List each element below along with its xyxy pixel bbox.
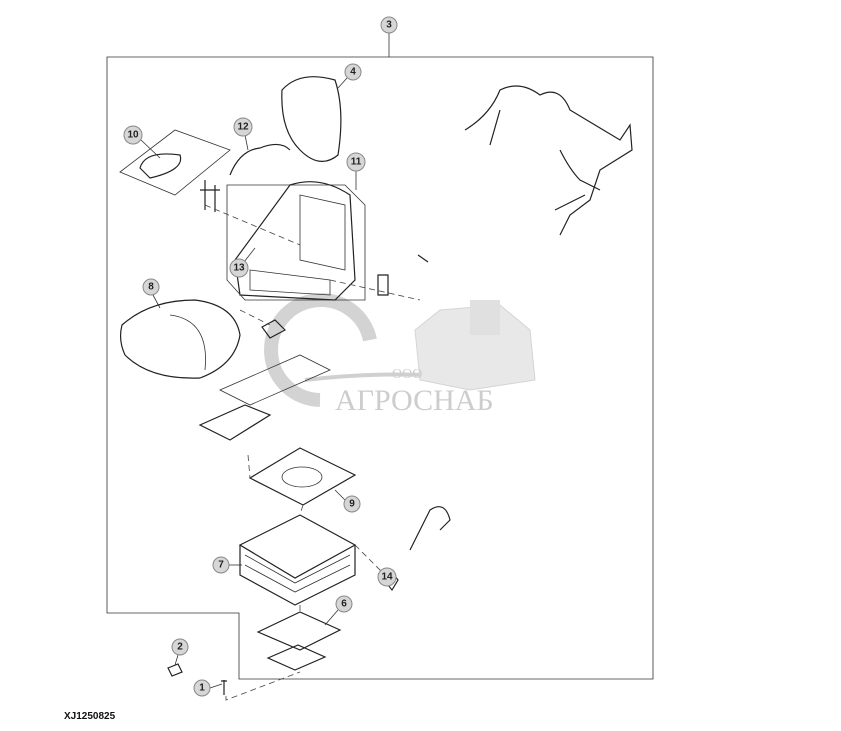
callout-6[interactable]: 6	[324, 595, 353, 626]
svg-text:12: 12	[237, 122, 249, 133]
svg-text:8: 8	[148, 282, 154, 293]
callout-10[interactable]: 10	[123, 125, 161, 159]
wiring-harness	[464, 85, 633, 236]
backrest-frame	[226, 181, 366, 301]
swivel-plate	[248, 447, 357, 506]
callout-12[interactable]: 12	[233, 117, 253, 151]
suspension-base	[238, 514, 357, 606]
svg-text:1: 1	[199, 683, 205, 694]
svg-text:2: 2	[177, 642, 183, 653]
callout-4[interactable]: 4	[337, 63, 362, 89]
callout-9[interactable]: 9	[334, 489, 361, 513]
gear-icon	[264, 293, 377, 407]
callout-3[interactable]: 3	[380, 16, 398, 34]
svg-text:11: 11	[351, 157, 362, 168]
watermark-company-name: АГРОСНАБ	[335, 384, 494, 417]
callout-2[interactable]: 2	[171, 638, 189, 666]
callout-14[interactable]: 14	[377, 567, 397, 587]
svg-text:14: 14	[381, 572, 393, 583]
svg-text:3: 3	[386, 20, 392, 31]
cable	[229, 143, 291, 176]
svg-text:4: 4	[350, 67, 356, 78]
watermark-company-type: ООО	[392, 367, 422, 382]
combine-harvester-icon	[414, 304, 536, 391]
armrest	[119, 129, 231, 212]
lumbar-spring	[198, 404, 272, 441]
svg-text:7: 7	[218, 560, 224, 571]
figure-id-label: XJ1250825	[64, 711, 116, 722]
svg-text:10: 10	[127, 130, 139, 141]
cover-plate	[256, 611, 342, 671]
assembly-outline	[106, 56, 654, 680]
seat-cushion	[119, 299, 241, 379]
callout-13[interactable]: 13	[229, 247, 256, 278]
callout-11[interactable]: 11	[346, 152, 366, 190]
svg-text:9: 9	[349, 499, 355, 510]
lever-bracket	[219, 354, 331, 406]
watermark-logo: ООО АГРОСНАБ	[264, 293, 536, 417]
callout-1[interactable]: 1	[193, 679, 223, 697]
svg-text:13: 13	[233, 263, 245, 274]
screw	[221, 680, 227, 695]
headrest	[281, 76, 342, 162]
knob	[167, 663, 183, 677]
callout-7[interactable]: 7	[212, 556, 242, 574]
svg-text:6: 6	[341, 599, 347, 610]
callout-8[interactable]: 8	[142, 278, 161, 309]
